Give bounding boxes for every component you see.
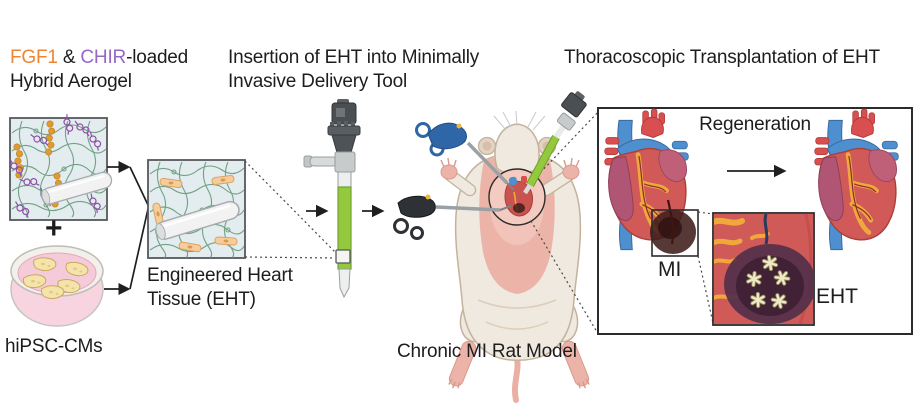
- label-regeneration: Regeneration: [699, 114, 811, 135]
- delivery-tool-icon: [303, 99, 361, 299]
- merge-arrows: [104, 161, 149, 295]
- title-insertion-line2: Invasive Delivery Tool: [228, 71, 407, 92]
- mi-box: [651, 209, 699, 257]
- blue-grasper-icon: [415, 122, 515, 191]
- title-hybrid-aerogel: FGF1 & CHIR-loaded Hybrid Aerogel: [10, 46, 188, 94]
- loaded-text: -loaded: [126, 47, 189, 68]
- eht-inset-illustration: [712, 212, 815, 326]
- label-chronic-mi-rat-model: Chronic MI Rat Model: [397, 341, 577, 362]
- thoracoscope-icon: [523, 91, 587, 195]
- eht-tissue-illustration: [147, 159, 246, 259]
- eht-transfer-dotted-lines: [244, 160, 337, 259]
- fgf1-text: FGF1: [10, 47, 58, 68]
- title-insertion: Insertion of EHT into Minimally Invasive…: [228, 46, 479, 94]
- black-grasper-icon: [393, 194, 512, 240]
- label-eht-tissue: Engineered Heart Tissue (EHT): [147, 264, 293, 312]
- petri-dish-icon: [10, 245, 104, 327]
- label-eht-tissue-line2: Tissue (EHT): [147, 289, 256, 310]
- title-hybrid-aerogel-line1: FGF1 & CHIR-loaded: [10, 46, 188, 70]
- mi-inset-dotted-lines: [697, 211, 714, 324]
- rat-illustration: [440, 110, 590, 403]
- title-insertion-line1: Insertion of EHT into Minimally: [228, 47, 480, 68]
- title-thoracoscopic: Thoracoscopic Transplantation of EHT: [564, 47, 880, 68]
- ampersand-text: &: [57, 47, 81, 68]
- plus-sign: +: [45, 212, 63, 245]
- chir-text: CHIR: [80, 47, 127, 68]
- label-hipsc-cms: hiPSC-CMs: [5, 336, 103, 357]
- result-panel: [597, 108, 913, 335]
- panel-dotted-connectors: [530, 109, 601, 333]
- title-hybrid-aerogel-line2: Hybrid Aerogel: [10, 71, 132, 92]
- aerogel-illustration: [6, 113, 115, 221]
- label-mi: MI: [658, 258, 682, 281]
- label-eht-patch: EHT: [816, 285, 858, 308]
- eht-slot-marker: [335, 249, 351, 264]
- label-eht-tissue-line1: Engineered Heart: [147, 265, 293, 286]
